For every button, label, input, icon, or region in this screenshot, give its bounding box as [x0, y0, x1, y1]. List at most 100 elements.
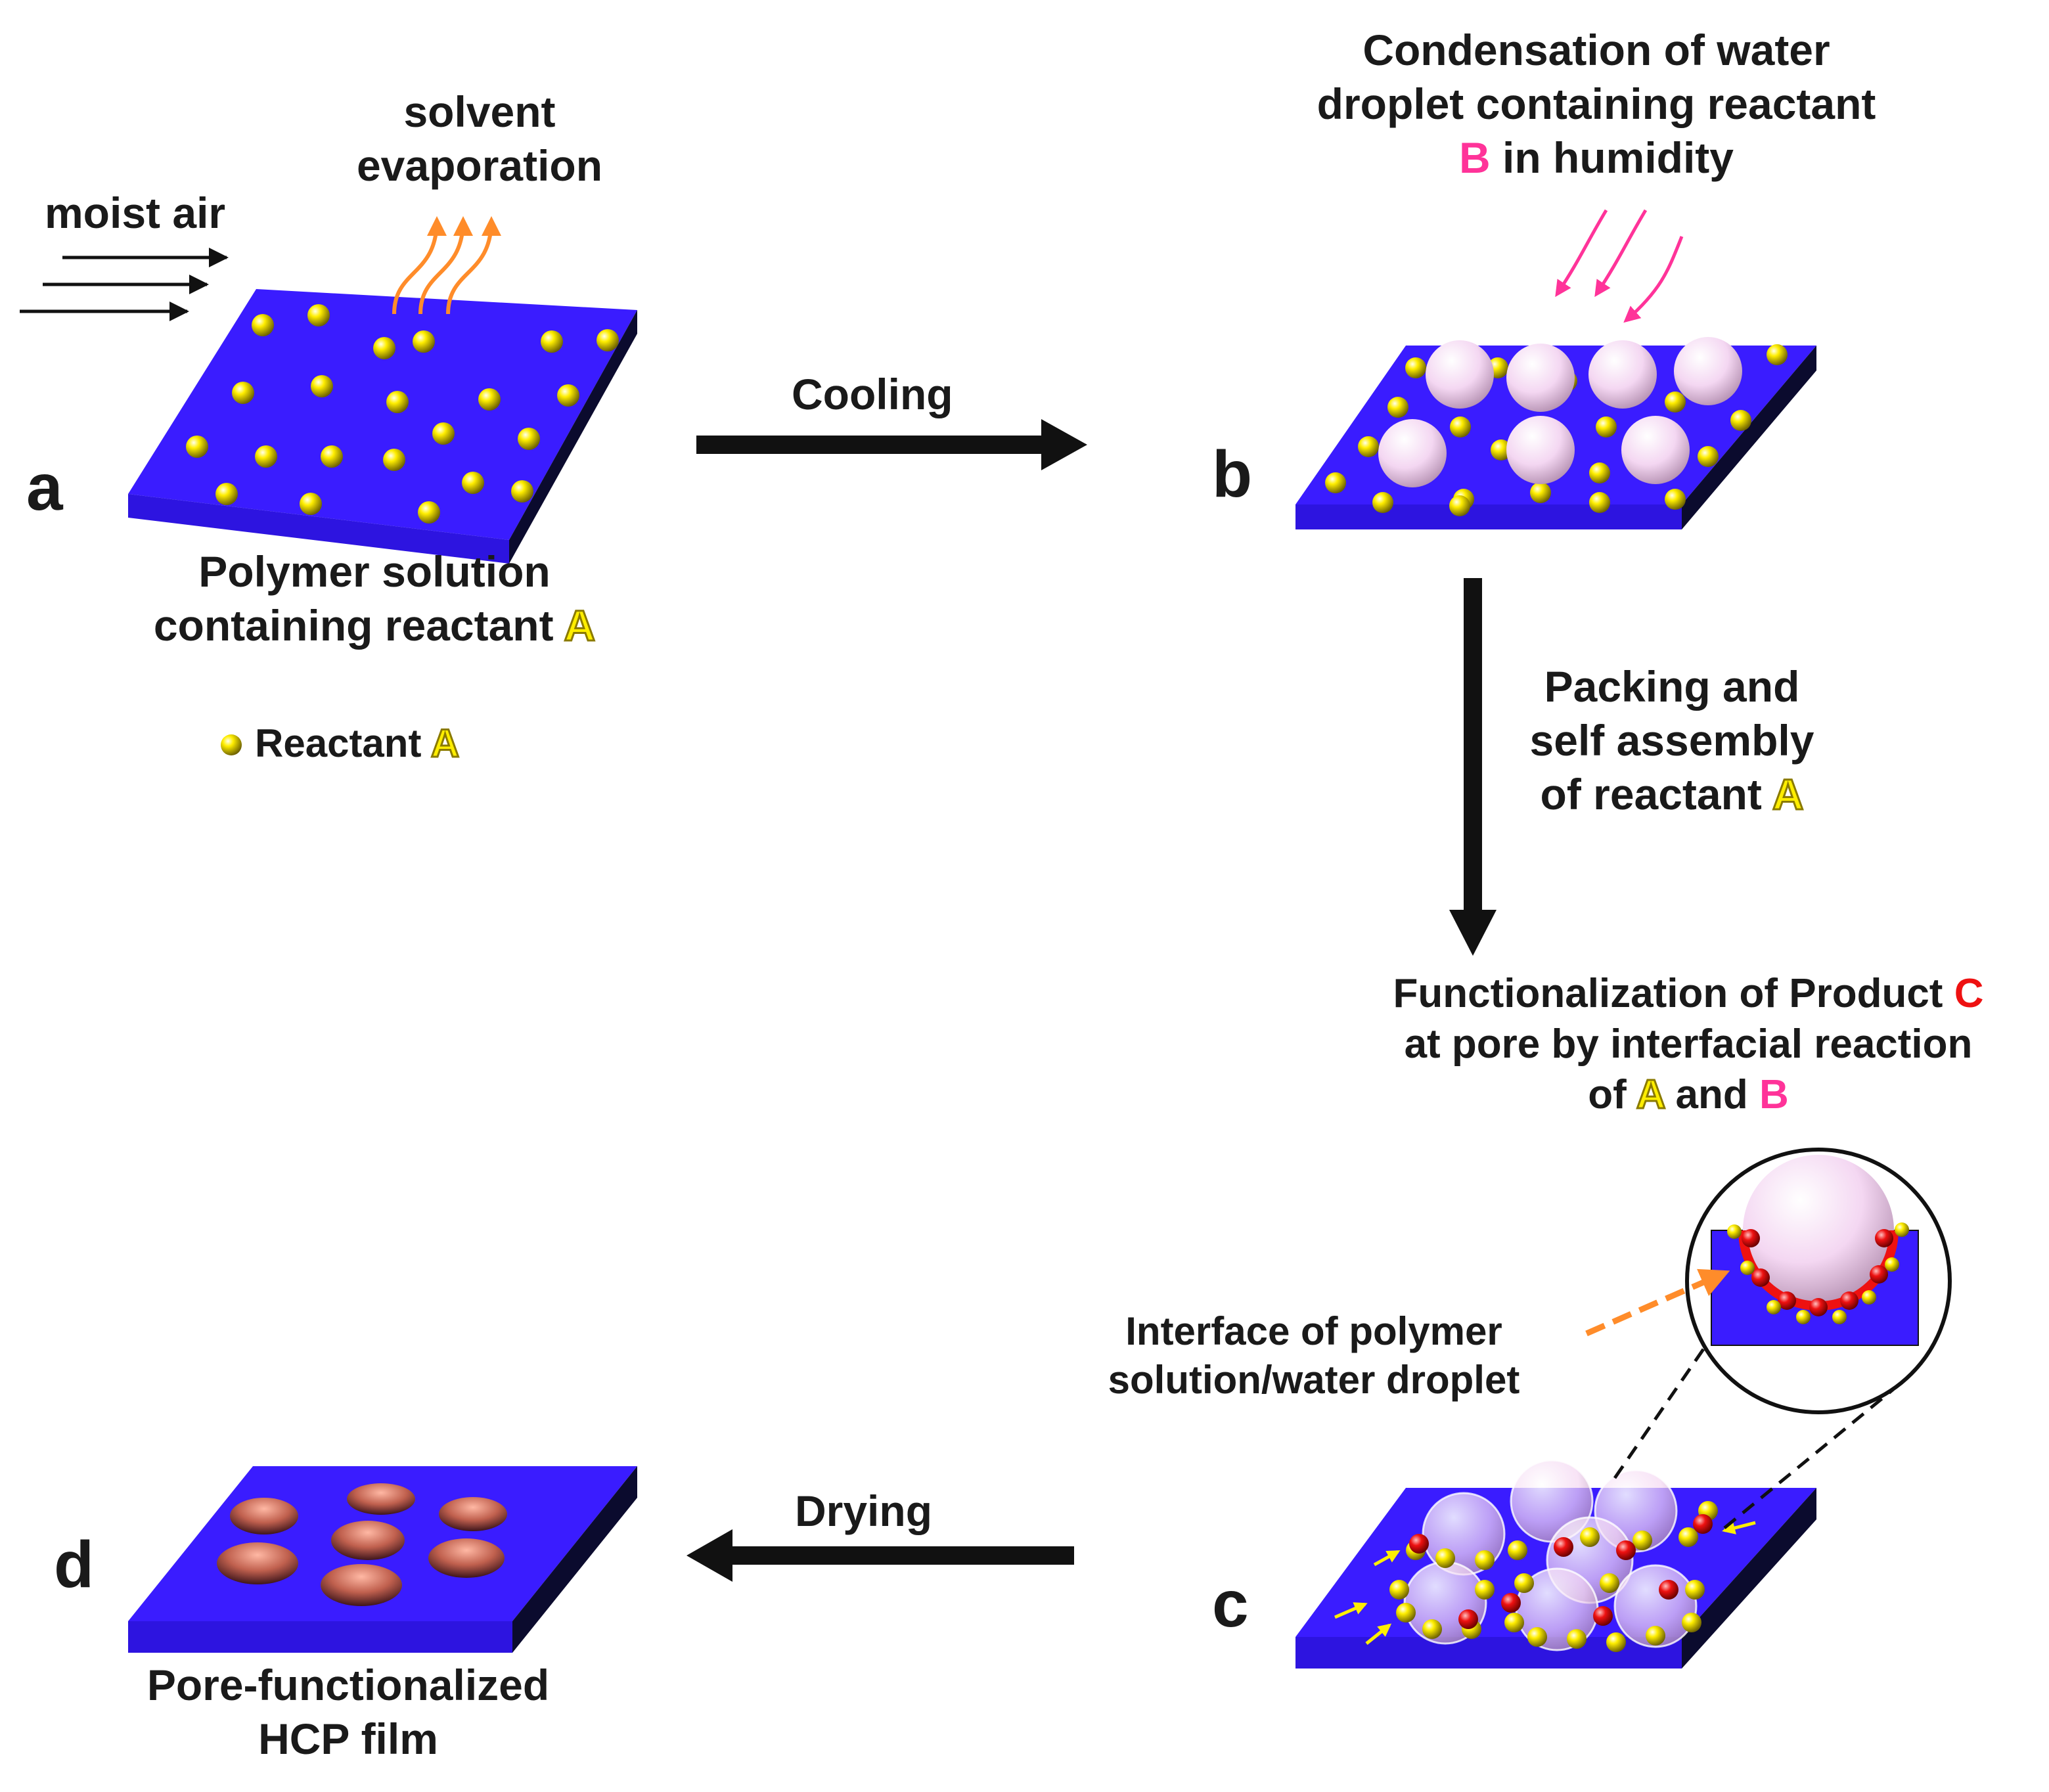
panel-a-caption: Polymer solution containing reactant A: [95, 545, 654, 653]
product-c-particle: [1870, 1265, 1888, 1284]
reactant-a-particle: [386, 391, 409, 413]
reactant-a-particle: [1832, 1310, 1847, 1324]
legend-text: Reactant: [255, 721, 422, 765]
solvent-line1: solvent: [403, 87, 556, 136]
reactant-a-particle: [1475, 1580, 1495, 1600]
product-c-particle: [1693, 1514, 1713, 1534]
reactant-a-particle: [1435, 1548, 1455, 1568]
reactant-a-particle: [1405, 357, 1426, 378]
func-line1-prefix: Functionalization of Product: [1393, 971, 1943, 1016]
panel-a-caption-prefix: containing reactant: [153, 600, 554, 650]
drying-arrow: [687, 1529, 1074, 1582]
product-c-particle: [1593, 1606, 1613, 1626]
reactant-a-particle: [1567, 1629, 1587, 1649]
product-c-particle: [1409, 1534, 1429, 1554]
reactant-a-particle: [1895, 1222, 1909, 1237]
panel-label-c: c: [1212, 1567, 1249, 1641]
func-reactant-b: B: [1759, 1071, 1789, 1117]
func-line1: Functionalization of Product C: [1330, 969, 2046, 1019]
reactant-a-particle: [1475, 1550, 1495, 1570]
reactant-a-particle: [1422, 1619, 1442, 1639]
reactant-a-particle: [1678, 1527, 1698, 1547]
water-droplets-b: [1378, 337, 1742, 487]
water-droplet: [1506, 416, 1575, 484]
condensation-line1: Condensation of water: [1362, 26, 1830, 74]
func-reactant-a: A: [1635, 1071, 1665, 1118]
reactant-a-symbol: A: [563, 600, 597, 650]
reactant-a-particle: [1730, 410, 1751, 431]
reactant-a-particle: [1600, 1573, 1619, 1593]
reactant-a-particle: [1682, 1613, 1701, 1632]
reactant-a-particle: [1665, 489, 1686, 510]
film-a: [128, 289, 637, 564]
interface-arrow: [1585, 1268, 1730, 1337]
product-c-particle: [1809, 1298, 1828, 1316]
packing-line3-prefix: of reactant: [1540, 769, 1762, 818]
water-droplet: [1588, 340, 1657, 409]
reactant-a-particle: [1514, 1573, 1534, 1593]
func-line2: at pore by interfacial reaction: [1404, 1021, 1973, 1067]
reactant-a-particle: [321, 445, 343, 468]
water-droplet: [1506, 344, 1575, 412]
legend-reactant-symbol: A: [430, 721, 460, 767]
reactant-a-particle: [1580, 1527, 1600, 1547]
moist-air-arrows: [20, 248, 229, 321]
pointer-arrows-c: [1334, 1521, 1756, 1645]
product-c-particle: [1742, 1229, 1760, 1247]
reactant-a-particle: [1527, 1627, 1547, 1647]
pore: [347, 1483, 415, 1515]
interface-label: Interface of polymer solution/water drop…: [1064, 1307, 1564, 1405]
reactant-a-particle: [1450, 416, 1471, 437]
panel-label-b: b: [1212, 437, 1253, 511]
product-c-particle: [1659, 1580, 1678, 1600]
pore: [217, 1542, 298, 1584]
condensation-line3-rest: in humidity: [1502, 133, 1734, 182]
reactant-a-particle: [1396, 1603, 1416, 1623]
packing-reactant-symbol: A: [1771, 769, 1805, 819]
functionalization-label: Functionalization of Product C at pore b…: [1330, 969, 2046, 1121]
reactant-a-particle: [1491, 439, 1512, 460]
product-c-particle: [1778, 1291, 1796, 1310]
panel-label-a: a: [26, 451, 63, 524]
product-c-symbol: C: [1954, 971, 1984, 1016]
condensation-label: Condensation of water droplet containing…: [1219, 24, 1974, 185]
pore: [428, 1538, 505, 1578]
reactant-a-particle: [1596, 416, 1617, 437]
solvent-line2: evaporation: [356, 141, 603, 190]
reactant-a-particle: [1685, 1580, 1705, 1600]
product-c-particle: [1875, 1229, 1893, 1247]
reactant-a-particle: [1387, 397, 1408, 418]
func-line3: of A and B: [1330, 1070, 2046, 1121]
reactant-a-particle: [1698, 446, 1719, 467]
reactant-a-particle: [1372, 492, 1393, 513]
interface-particles-c: [1389, 1501, 1718, 1652]
drying-label: Drying: [795, 1487, 933, 1535]
reactant-a-particle: [1646, 1626, 1665, 1646]
solvent-evaporation-label: solvent evaporation: [328, 85, 631, 193]
packing-line1: Packing and: [1544, 662, 1800, 711]
interface-line1: Interface of polymer: [1125, 1309, 1502, 1353]
pores-d: [217, 1483, 507, 1606]
panel-label-d: d: [54, 1528, 95, 1602]
condensation-line2: droplet containing reactant: [1317, 79, 1876, 128]
reactant-a-particle: [186, 436, 208, 458]
reactant-a-particles: [186, 304, 619, 524]
reactant-a-particle: [300, 493, 322, 515]
product-c-particle: [1840, 1291, 1858, 1310]
reactant-a-particle: [432, 422, 455, 445]
panel-d-caption-line2: HCP film: [258, 1714, 438, 1763]
interface-line2: solution/water droplet: [1108, 1358, 1520, 1402]
packing-line3: of reactant A: [1478, 768, 1866, 822]
pore: [331, 1521, 405, 1560]
reactant-a-particle: [418, 501, 440, 524]
func-line3-prefix: of: [1588, 1071, 1627, 1117]
func-and: and: [1675, 1071, 1748, 1117]
water-droplet: [1674, 337, 1742, 405]
panel-d-caption-line1: Pore-functionalized: [146, 1661, 550, 1709]
moist-air-label: moist air: [45, 189, 226, 237]
reactant-a-particle: [255, 445, 277, 468]
reactant-a-particle: [1389, 1580, 1409, 1600]
water-droplet: [1621, 416, 1690, 484]
reactant-a-particle: [1796, 1310, 1811, 1324]
reactant-a-particle: [1589, 492, 1610, 513]
